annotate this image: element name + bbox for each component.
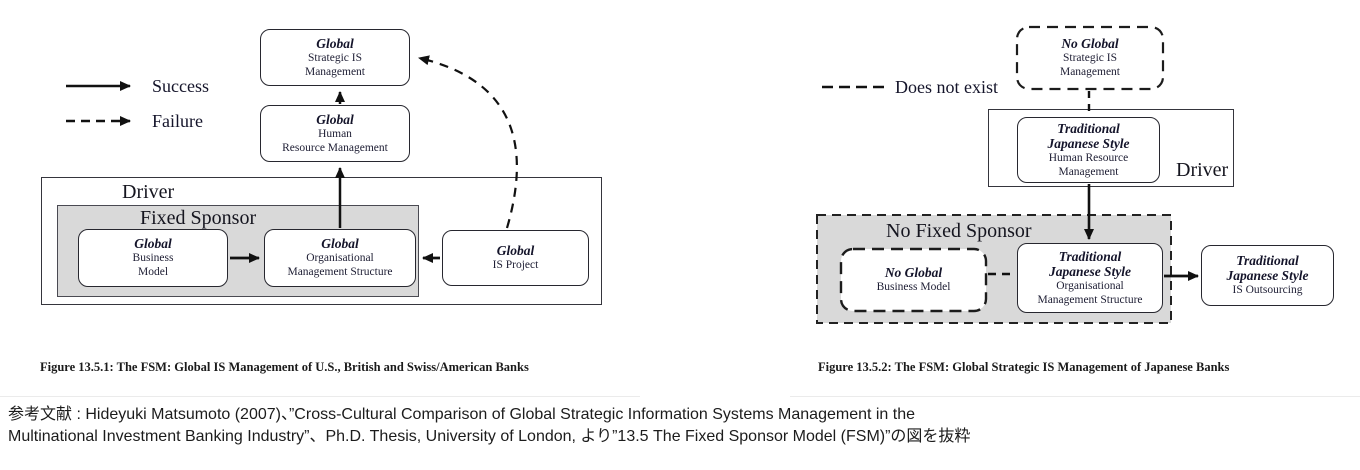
- node-global-strategic-is-management: Global Strategic IS Management: [260, 29, 410, 86]
- node-subtitle: Business Model: [876, 281, 951, 294]
- left-figure-caption: Figure 13.5.1: The FSM: Global IS Manage…: [40, 360, 529, 374]
- citation-line-2: Multinational Investment Banking Industr…: [8, 428, 971, 445]
- node-title: Global: [316, 111, 354, 127]
- node-subtitle: IS Project: [492, 259, 539, 272]
- node-no-global-strategic-is-management: No Global Strategic IS Management: [1017, 27, 1163, 89]
- node-title: No Global: [1061, 36, 1119, 52]
- footer-divider-left: [0, 396, 640, 397]
- left-fixed-sponsor-label: Fixed Sponsor: [140, 207, 257, 229]
- node-subtitle: IS Outsourcing: [1232, 284, 1303, 297]
- node-subtitle: Human Resource Management: [282, 127, 388, 154]
- legend-does-not-exist-label: Does not exist: [895, 77, 998, 97]
- legend-failure-label: Failure: [152, 111, 203, 131]
- node-title: Global: [496, 243, 535, 259]
- node-title: No Global: [884, 265, 943, 281]
- node-subtitle: Organisational Management Structure: [287, 252, 393, 279]
- node-title: Global: [316, 35, 354, 51]
- node-subtitle: Business Model: [132, 252, 174, 279]
- node-title: Traditional Japanese Style: [1047, 120, 1130, 151]
- node-global-organisational-management-structure: Global Organisational Management Structu…: [264, 229, 416, 287]
- right-driver-container: [988, 109, 1234, 187]
- right-figure-caption: Figure 13.5.2: The FSM: Global Strategic…: [818, 360, 1230, 374]
- node-no-global-business-model: No Global Business Model: [841, 249, 986, 311]
- node-subtitle: Strategic IS Management: [304, 51, 366, 78]
- citation-line-1: 参考文献 : Hideyuki Matsumoto (2007)、”Cross-…: [8, 406, 916, 423]
- node-traditional-hr-management: Traditional Japanese Style Human Resourc…: [1017, 117, 1160, 183]
- node-global-business-model: Global Business Model: [78, 229, 228, 287]
- node-title: Global: [134, 236, 172, 252]
- footer-divider-right: [790, 396, 1360, 397]
- node-title: Global: [321, 236, 359, 252]
- node-subtitle: Strategic IS Management: [1059, 52, 1121, 79]
- node-global-hr-management: Global Human Resource Management: [260, 105, 410, 162]
- node-title: Traditional Japanese Style: [1048, 248, 1132, 279]
- node-traditional-organisational-management-structure: Traditional Japanese Style Organisationa…: [1017, 243, 1163, 313]
- node-global-is-project: Global IS Project: [442, 230, 589, 286]
- right-driver-label: Driver: [1176, 159, 1229, 181]
- node-subtitle: Organisational Management Structure: [1037, 280, 1143, 306]
- legend-success-label: Success: [152, 76, 209, 96]
- left-driver-label: Driver: [122, 181, 175, 203]
- node-traditional-is-outsourcing: Traditional Japanese Style IS Outsourcin…: [1201, 245, 1334, 306]
- left-driver-container: [41, 177, 602, 305]
- node-subtitle: Human Resource Management: [1048, 152, 1129, 178]
- node-title: Traditional Japanese Style: [1226, 253, 1309, 284]
- reference-citation: 参考文献 : Hideyuki Matsumoto (2007)、”Cross-…: [8, 404, 970, 448]
- right-no-fixed-sponsor-label: No Fixed Sponsor: [886, 220, 1032, 242]
